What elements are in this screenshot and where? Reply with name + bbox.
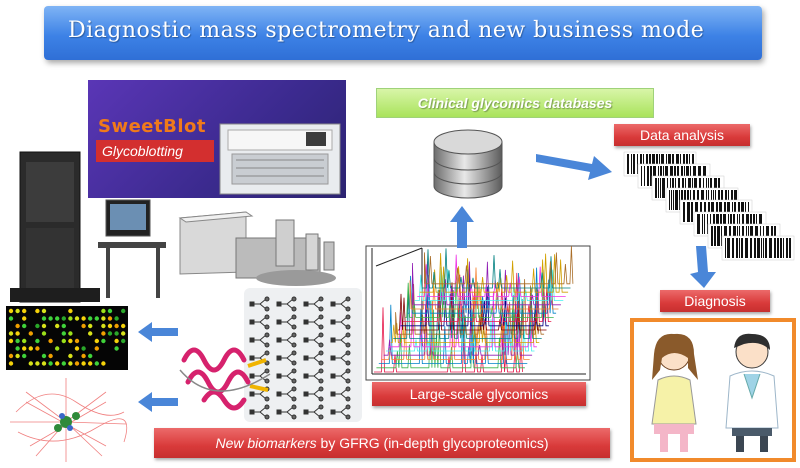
new-biomarkers-italic: New biomarkers xyxy=(215,435,317,451)
clinical-glycomics-databases-label: Clinical glycomics databases xyxy=(376,88,654,118)
arrow-icon xyxy=(138,322,178,342)
sweetblot-logo: SweetBlot xyxy=(98,116,206,137)
barcode-icon xyxy=(623,151,795,261)
doctor-patient-illustration xyxy=(630,318,796,462)
maldi-instrument-icon xyxy=(178,211,336,286)
arrow-icon xyxy=(138,392,178,412)
title-banner: Diagnostic mass spectrometry and new bus… xyxy=(44,6,762,60)
patient-icon xyxy=(651,333,698,452)
glycoblotting-label: Glycoblotting xyxy=(96,140,214,162)
large-scale-glycomics-label: Large-scale glycomics xyxy=(372,382,586,406)
protein-network-icon xyxy=(10,378,128,462)
glycoblotting-instrument-icon xyxy=(219,123,341,195)
microarray-icon xyxy=(6,306,128,370)
arrow-icon xyxy=(690,246,716,288)
arrow-icon xyxy=(536,154,612,180)
page-title: Diagnostic mass spectrometry and new bus… xyxy=(68,18,705,43)
protein-structure-icon xyxy=(179,347,271,411)
data-analysis-label: Data analysis xyxy=(614,124,750,146)
arrow-icon xyxy=(450,206,474,248)
database-icon xyxy=(433,129,503,199)
new-biomarkers-rest: by GFRG (in-depth glycoproteomics) xyxy=(316,435,549,451)
doctor-icon xyxy=(725,333,779,452)
mass-spectra-plot xyxy=(365,245,591,381)
sweetblot-photo: SweetBlot Glycoblotting xyxy=(88,80,346,198)
diagnosis-label: Diagnosis xyxy=(660,290,770,312)
mass-spectrometer-icon xyxy=(10,151,166,303)
glycan-structure-icon xyxy=(244,288,362,422)
new-biomarkers-label: New biomarkers by GFRG (in-depth glycopr… xyxy=(154,428,610,458)
